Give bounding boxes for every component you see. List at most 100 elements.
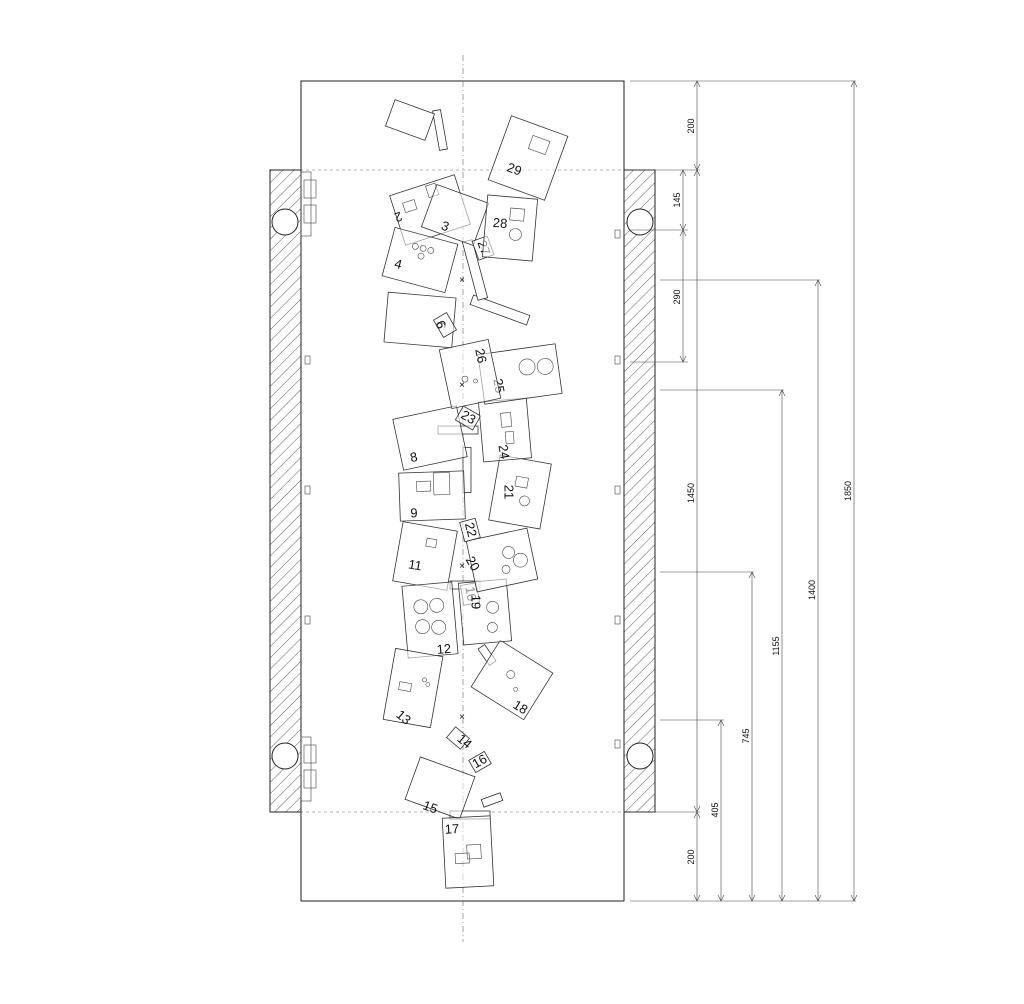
panel-board [465, 527, 539, 593]
column-left-top [271, 208, 299, 236]
panel-17 [441, 815, 495, 889]
panel-feature [402, 199, 418, 214]
panel-number-16: 16 [469, 751, 489, 771]
panel-number-19: 19 [469, 595, 484, 609]
panel-board [481, 194, 539, 262]
panels-group: 2345689101112131415161718192021222324252… [381, 99, 569, 889]
column-right-bottom [626, 742, 654, 770]
chair-frame [462, 447, 472, 493]
panel-feature [527, 134, 551, 156]
dim-1450: 1450 [686, 483, 696, 503]
panel-feature [413, 599, 429, 615]
panel-9 [398, 470, 466, 522]
panel-board [383, 291, 457, 349]
panel-board [438, 338, 502, 410]
panel-feature [473, 378, 478, 384]
dimension-texts: 200 145 290 1450 200 405 745 1155 1400 1… [672, 118, 853, 864]
panel-8 [392, 405, 468, 471]
hinge-left-bottom [300, 736, 317, 802]
panel-3 [420, 183, 490, 247]
dim-1400: 1400 [807, 580, 817, 600]
column-right-top [626, 208, 654, 236]
panel-number-18: 18 [510, 697, 530, 717]
panel-11 [392, 521, 458, 591]
panel-number-11: 11 [407, 556, 423, 573]
cross-mark: × [459, 275, 465, 286]
cross-mark: × [459, 561, 465, 572]
panel-feature [398, 681, 413, 692]
left-wall [269, 169, 302, 813]
dim-200-top: 200 [686, 118, 696, 133]
wall-fixtures [304, 229, 621, 749]
panel-number-20: 20 [463, 553, 483, 573]
dim-290: 290 [672, 289, 682, 304]
panel-feature [506, 670, 516, 679]
panel-board [392, 521, 458, 591]
panel-feature [504, 430, 515, 445]
panel-feature [509, 207, 526, 222]
dim-145: 145 [672, 192, 682, 207]
panel-number-22: 22 [462, 521, 480, 539]
panel-board [381, 226, 459, 294]
panel-board [459, 517, 481, 543]
panel-number-26: 26 [472, 347, 490, 364]
panel-feature [417, 252, 425, 260]
panel-feature [513, 687, 518, 692]
panel-board [404, 756, 476, 820]
panel-feature [501, 565, 511, 574]
cross-mark: × [459, 380, 465, 391]
panel-feature [412, 243, 419, 250]
right-wall [623, 169, 656, 813]
panel-feature [431, 619, 446, 635]
panel-feature [536, 358, 554, 375]
panel-26 [438, 338, 502, 410]
hinge-left-top [300, 171, 317, 237]
panel-number-2: 2 [392, 209, 404, 226]
panel-24 [478, 397, 532, 463]
panel-board [468, 750, 492, 774]
panel-5 [383, 291, 457, 349]
panel-board [420, 183, 490, 247]
panel-feature [416, 480, 432, 492]
panel-feature [486, 601, 499, 614]
dimension-lines [630, 80, 858, 902]
panel-board [470, 639, 554, 721]
panel-feature [425, 682, 431, 687]
panel-feature [419, 245, 427, 252]
panel-number-12: 12 [436, 641, 452, 657]
panel-feature [454, 852, 470, 864]
panel-feature [487, 622, 498, 633]
panel-number-9: 9 [410, 505, 418, 520]
panel-23 [454, 405, 482, 431]
panel-number-24: 24 [495, 443, 512, 460]
panel-16 [468, 750, 492, 774]
dim-745: 745 [741, 728, 751, 743]
panel-feature [502, 546, 515, 559]
panel-18 [470, 639, 554, 721]
panel-feature [466, 844, 482, 860]
chair-frame [480, 792, 504, 808]
panel-22 [459, 517, 481, 543]
panel-number-23: 23 [459, 407, 479, 427]
panel-20 [465, 527, 539, 593]
chair-frame [469, 294, 531, 326]
panel-board [454, 405, 482, 431]
panel-number-3: 3 [439, 218, 451, 235]
panel-number-28: 28 [492, 215, 508, 231]
panel-board [392, 405, 468, 471]
dim-1850: 1850 [843, 481, 853, 501]
panel-feature [514, 475, 529, 489]
column-left-bottom [271, 742, 299, 770]
panel-feature [432, 472, 451, 496]
panel-number-17: 17 [444, 821, 459, 837]
panel-21 [488, 454, 552, 530]
panel-feature [415, 619, 430, 634]
panel-feature [500, 412, 513, 428]
panel-feature [422, 677, 427, 683]
panel-feature [461, 375, 469, 383]
panel-board [432, 312, 458, 338]
dim-200-bottom: 200 [686, 849, 696, 864]
panel-number-8: 8 [409, 449, 419, 465]
panel-feature [513, 552, 528, 568]
